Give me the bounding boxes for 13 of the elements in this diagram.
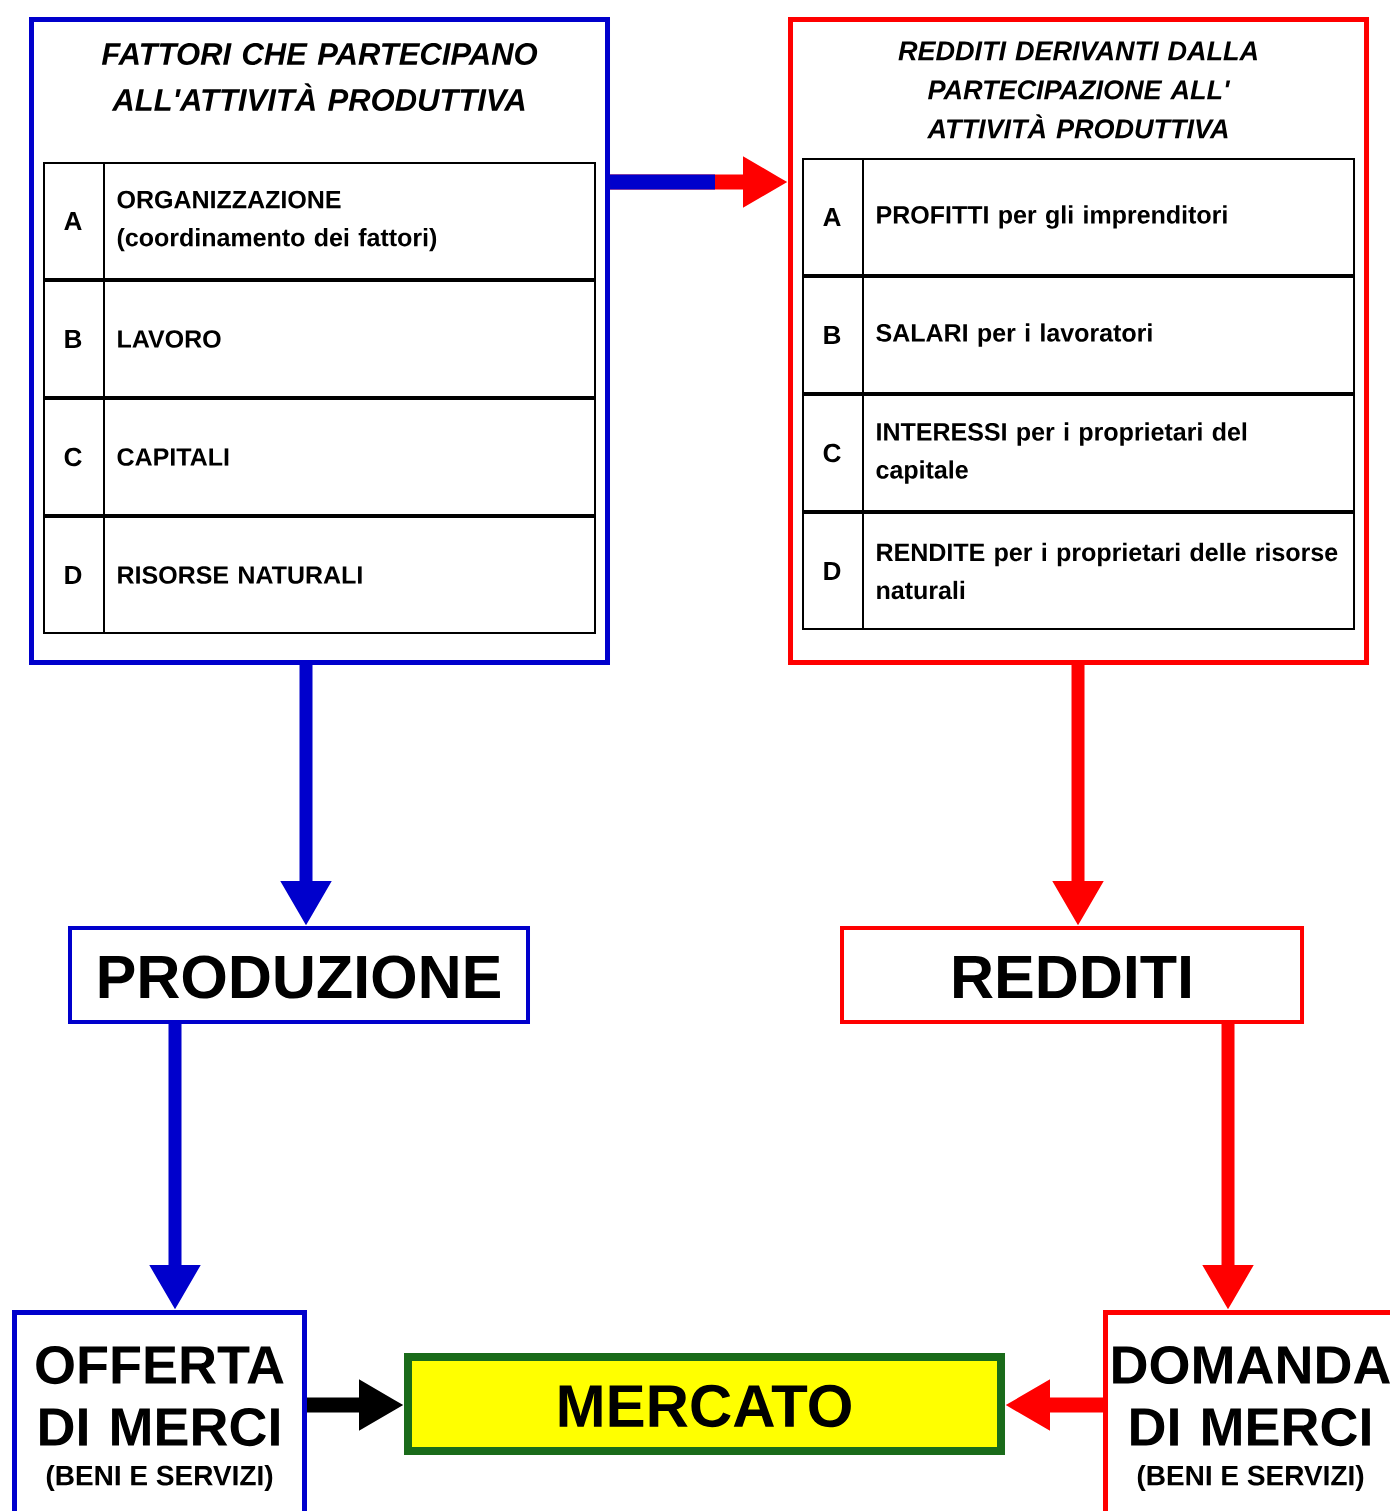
table-row: C CAPITALI (43, 397, 596, 517)
outcome-box: OFFERTA DI MERCI (BENI E SERVIZI) (12, 1310, 307, 1511)
table-row: B LAVORO (43, 279, 596, 399)
outcome-box: DOMANDA DI MERCI (BENI E SERVIZI) (1103, 1310, 1390, 1511)
process-box: REDDITI (840, 926, 1304, 1024)
process-box: PRODUZIONE (68, 926, 530, 1024)
table-row: D RENDITE per i proprietari delle risorse naturali (802, 511, 1355, 631)
table-row: A PROFITTI per gli imprenditori (802, 157, 1355, 277)
table-row: C INTERESSI per i proprietari del capitale (802, 393, 1355, 513)
market-box: MERCATO (404, 1353, 1005, 1455)
table-row: D RISORSE NATURALI (43, 515, 596, 635)
table-row: B SALARI per i lavoratori (802, 275, 1355, 395)
table-row: A ORGANIZZAZIONE (coordinamento dei fattori) (43, 161, 596, 281)
